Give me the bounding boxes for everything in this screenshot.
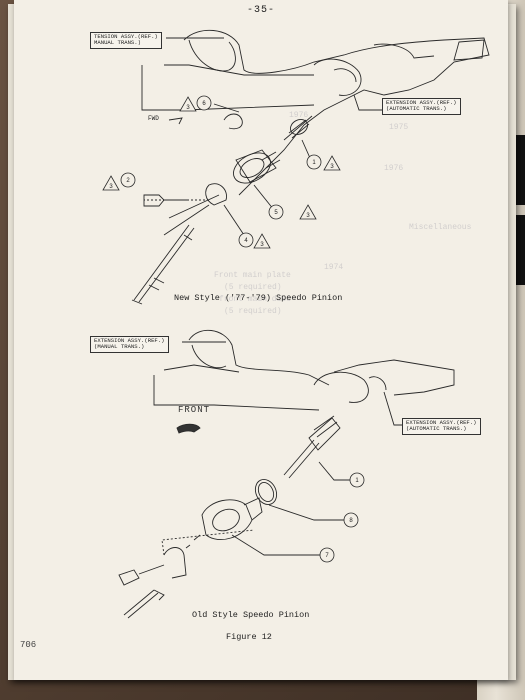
binder-tab (515, 135, 525, 205)
callout-number: 1 (312, 160, 316, 166)
note-flag-triangle (102, 175, 120, 191)
callout-circle (120, 172, 136, 188)
new-style-caption: New Style ('77-'79) Speedo Pinion (174, 293, 343, 303)
callout-number: 4 (244, 238, 248, 244)
binder-tab (515, 215, 525, 285)
callout-line: EXTENSION ASSY.(REF.) (94, 337, 165, 344)
callout-box-tension-assy: TENSION ASSY.(REF.) MANUAL TRANS.) (90, 32, 162, 49)
flag-number: 3 (109, 184, 113, 190)
bleed-through-text: Miscellaneous (409, 223, 472, 232)
page-bottom-number: 706 (20, 640, 37, 650)
callout-number: 7 (325, 553, 329, 559)
figure-label: Figure 12 (226, 632, 272, 642)
flag-number: 3 (186, 105, 190, 111)
callout-number: 6 (202, 101, 206, 107)
note-flag-triangle (299, 204, 317, 220)
callout-line: TENSION ASSY.(REF.) (94, 33, 158, 40)
callout-box-extension-assy-manual: EXTENSION ASSY.(REF.) (MANUAL TRANS.) (90, 336, 169, 353)
note-flag-triangle (179, 96, 197, 112)
page-number: -35- (246, 5, 275, 16)
bleed-through-text: 1976 (289, 111, 309, 120)
callout-circle (196, 95, 212, 111)
note-flag-triangle (253, 233, 271, 249)
bleed-through-text: 1975 (389, 123, 409, 132)
callout-number: 1 (355, 478, 359, 484)
bleed-through-text: front main disc (219, 295, 292, 304)
callout-box-extension-assy-automatic: EXTENSION ASSY.(REF.) (AUTOMATIC TRANS.) (402, 418, 481, 435)
manual-page: 1976 1975 1976 Miscellaneous 1974 Front … (14, 0, 508, 680)
callout-circle (238, 232, 254, 248)
callout-line: EXTENSION ASSY.(REF.) (386, 99, 457, 106)
flag-number: 3 (306, 213, 310, 219)
callout-line: (AUTOMATIC TRANS.) (386, 105, 447, 113)
callout-number: 5 (274, 210, 278, 216)
callout-circle (268, 204, 284, 220)
callout-circle (306, 154, 322, 170)
old-style-caption: Old Style Speedo Pinion (192, 610, 310, 620)
callout-number: 8 (349, 518, 353, 524)
new-style-exploded-diagram: 1 5 4 2 6 3 3 3 3 3 FWD (102, 29, 490, 619)
flag-number: 3 (260, 242, 264, 248)
bleed-through-text: (5 required) (224, 307, 282, 316)
bleed-through-text: 1976 (384, 164, 404, 173)
callout-circle (343, 512, 359, 528)
callout-circle (349, 472, 365, 488)
bleed-through-text: (5 required) (224, 283, 282, 292)
fwd-label: FWD (148, 115, 159, 122)
callout-line: MANUAL TRANS.) (94, 39, 141, 47)
bleed-through-text: 1974 (324, 263, 344, 272)
bleed-through-text: Front main plate (214, 271, 291, 280)
callout-circle (319, 547, 335, 563)
callout-box-extension-assy-automatic: EXTENSION ASSY.(REF.) (AUTOMATIC TRANS.) (382, 98, 461, 115)
callout-line: (AUTOMATIC TRANS.) (406, 425, 467, 433)
callout-number: 2 (126, 178, 130, 184)
flag-number: 3 (330, 164, 334, 170)
callout-line: EXTENSION ASSY.(REF.) (406, 419, 477, 426)
front-label: FRONT (178, 405, 211, 415)
note-flag-triangle (323, 155, 341, 171)
callout-line: (MANUAL TRANS.) (94, 343, 145, 351)
